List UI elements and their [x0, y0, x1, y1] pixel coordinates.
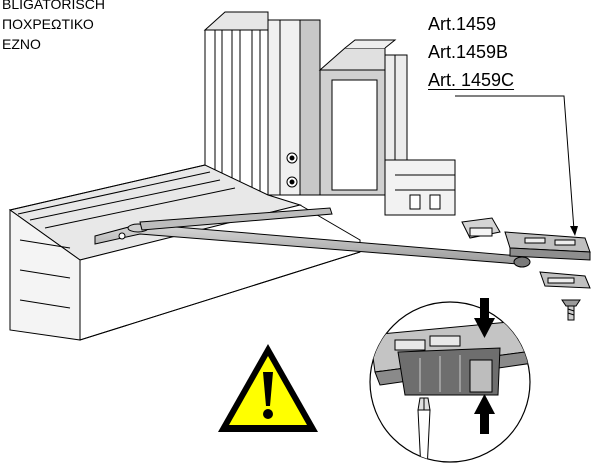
friction-stay-arm — [94, 207, 521, 265]
warning-text-line-2: ΠΟΧΡΕΩΤΙΚΟ — [2, 16, 94, 32]
screwdriver-icon — [417, 397, 431, 462]
arrow-up-icon — [474, 394, 495, 434]
article-label-1459: Art.1459 — [428, 14, 497, 34]
hinge-parts — [461, 217, 591, 289]
article-label-1459b: Art.1459B — [428, 42, 509, 62]
detail-zoom — [369, 298, 531, 463]
arrow-down-icon — [474, 298, 495, 338]
sash-profile — [318, 39, 456, 216]
article-label-1459c: Art. 1459C — [428, 70, 515, 90]
warning-text-line-1: BLIGATORISCH — [2, 0, 105, 12]
warning-triangle-icon — [218, 344, 318, 432]
leader-arrowhead — [570, 226, 578, 236]
leader-line — [455, 95, 575, 231]
screw-icon — [561, 299, 581, 321]
warning-text-line-3: EZNO — [2, 36, 41, 52]
